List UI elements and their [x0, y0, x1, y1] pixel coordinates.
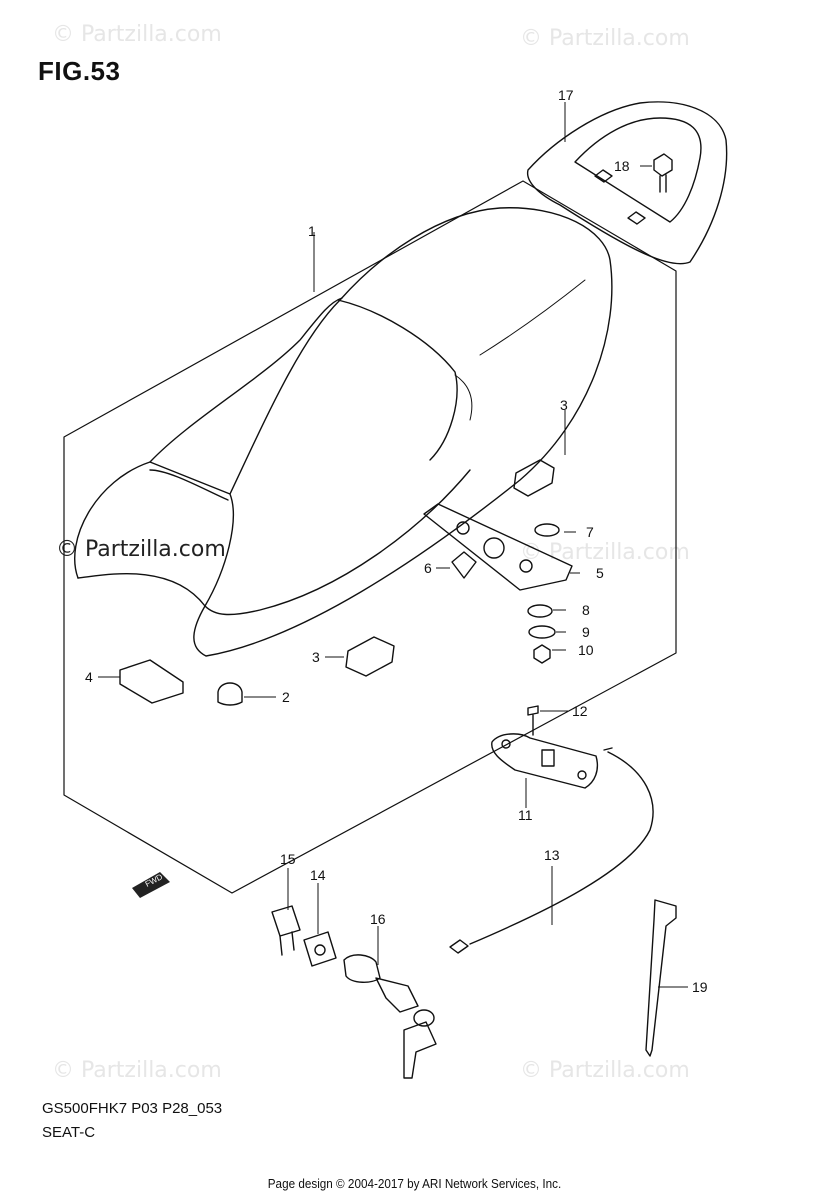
callout-11: 11 [518, 807, 533, 823]
callout-12: 12 [572, 703, 588, 719]
watermark-top-right: © Partzilla.com [520, 26, 690, 51]
cable-tie-drawing [645, 899, 677, 1057]
clip-6-drawing [451, 551, 477, 579]
watermark-top-left: © Partzilla.com [52, 22, 222, 47]
grab-rail-drawing [526, 101, 728, 265]
figure-title: FIG.53 [38, 56, 121, 86]
assembly-frame [63, 180, 677, 894]
pad-4-drawing [119, 659, 184, 704]
washer-9-drawing [528, 625, 556, 639]
seat-bracket-drawing [423, 503, 573, 591]
callout-4: 4 [85, 669, 93, 685]
watermark-center: © Partzilla.com [56, 537, 226, 562]
callout-3-lower: 3 [312, 649, 320, 665]
callout-16: 16 [370, 911, 386, 927]
damper-3-lower-drawing [345, 636, 395, 677]
callout-17: 17 [558, 87, 574, 103]
damper-3-upper-drawing [513, 459, 555, 497]
forward-arrow-icon: FWD [132, 872, 170, 898]
watermark-bottom-right: © Partzilla.com [520, 1058, 690, 1083]
callout-9: 9 [582, 624, 590, 640]
bumper-2-drawing [217, 682, 243, 706]
bolt-18-drawing [653, 153, 673, 193]
callout-1: 1 [308, 223, 316, 239]
callout-10: 10 [578, 642, 594, 658]
leader-lines [98, 102, 688, 988]
watermark-bottom-left: © Partzilla.com [52, 1058, 222, 1083]
key-primary-drawing [375, 977, 419, 1013]
callout-18: 18 [614, 158, 630, 174]
callout-6: 6 [424, 560, 432, 576]
washer-7-drawing [534, 523, 560, 537]
washer-8-drawing [527, 604, 553, 618]
seat-lock-cable-drawing [469, 751, 654, 945]
callout-2: 2 [282, 689, 290, 705]
callout-15: 15 [280, 851, 296, 867]
key-spare-drawing [403, 1021, 437, 1079]
callout-14: 14 [310, 867, 326, 883]
callout-13: 13 [544, 847, 560, 863]
nut-10-drawing [533, 644, 551, 664]
callout-7: 7 [586, 524, 594, 540]
seat-drawing [74, 207, 613, 657]
seat-lock-drawing [491, 733, 599, 789]
plate-14-drawing [303, 931, 337, 967]
screw-12-drawing [527, 705, 539, 736]
watermark-mid-right: © Partzilla.com [520, 540, 690, 565]
model-code: GS500FHK7 P03 P28_053 [42, 1100, 223, 1117]
callout-3-upper: 3 [560, 397, 568, 413]
bracket-15-drawing [271, 905, 301, 937]
section-name: SEAT-C [42, 1124, 96, 1141]
callout-19: 19 [692, 979, 708, 995]
parts-diagram: FWD 1 2 3 3 4 5 6 7 8 9 10 11 [63, 87, 728, 1079]
key-cylinder-drawing [343, 954, 381, 983]
callout-8: 8 [582, 602, 590, 618]
page-credit: Page design © 2004-2017 by ARI Network S… [267, 1176, 562, 1191]
callout-5: 5 [596, 565, 604, 581]
